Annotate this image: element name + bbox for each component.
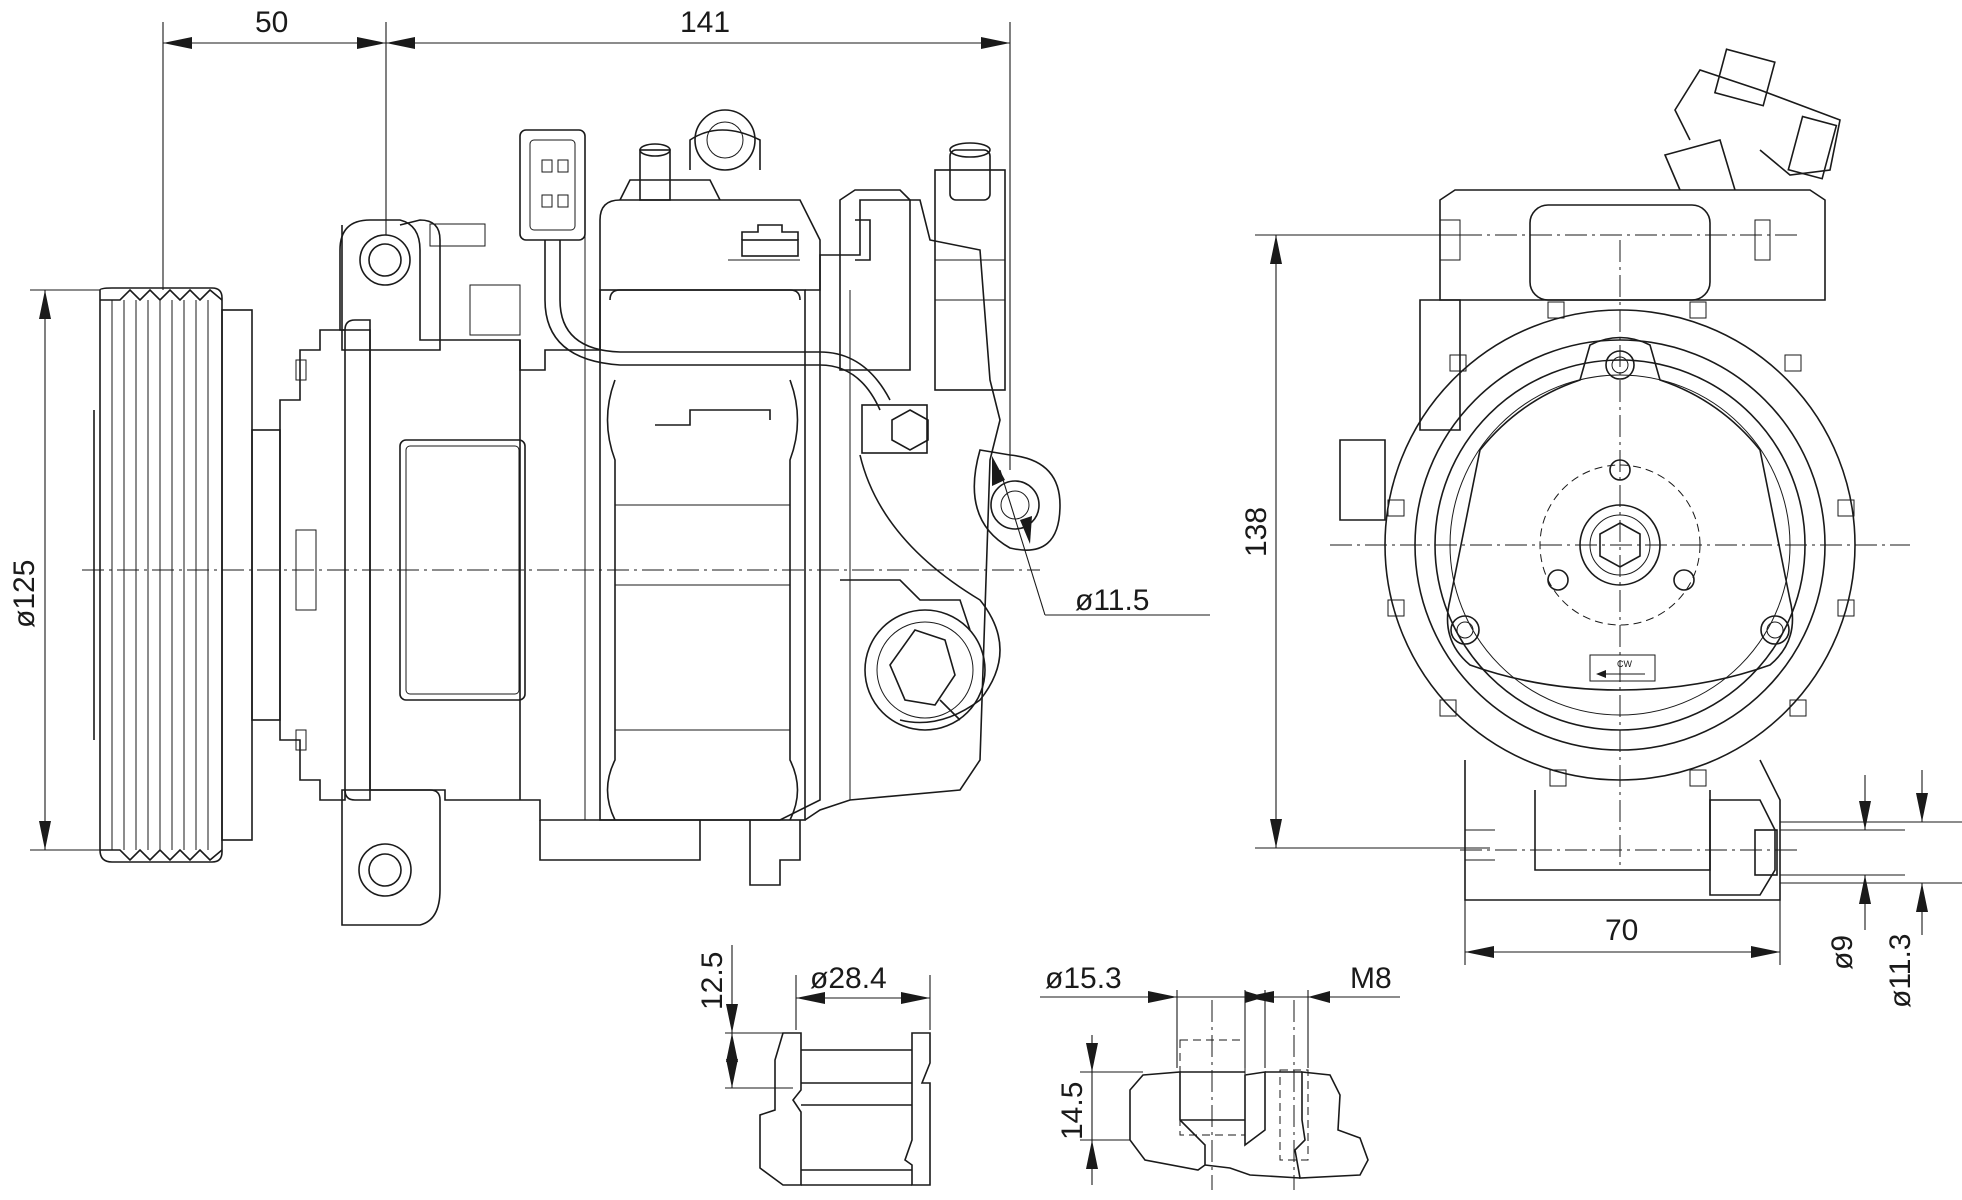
rotation-mark: CW: [1589, 654, 1656, 682]
port-detail-1: 12.5 ø28.4: [696, 945, 931, 1186]
outer-notches: [1387, 301, 1855, 787]
dim-mount-hole-diameter: ø11.5: [1075, 584, 1150, 617]
rear-mount-ear: [973, 449, 1061, 551]
front-view-dimensions: 138 70 ø9 ø11.3: [1240, 234, 1962, 1009]
dim-base-width: 70: [1605, 914, 1638, 947]
pressure-sensor: [839, 142, 1006, 391]
dim-port-diameter-2: ø15.3: [1045, 962, 1122, 995]
compressor-body: [339, 179, 1001, 886]
dim-port-thread: M8: [1350, 962, 1392, 995]
rotation-label: CW: [1617, 659, 1632, 669]
dim-bolt-hole-small: ø9: [1826, 935, 1859, 970]
pulley: [93, 287, 281, 863]
dim-mount-spacing: 138: [1240, 507, 1273, 557]
side-view-dimensions: 50 141 ø125 ø11.5: [8, 6, 1210, 851]
port-detail-2: ø15.3 M8 14.5: [1040, 962, 1400, 1190]
bottom-mount-boss: [341, 789, 441, 926]
front-view: CW: [1330, 48, 1910, 901]
top-mount-boss: [341, 219, 521, 351]
dim-port-diameter-1: ø28.4: [810, 962, 887, 995]
front-view-connector: [1663, 48, 1841, 191]
dim-pulley-diameter: ø125: [8, 560, 41, 628]
top-service-valve: [639, 109, 800, 261]
dim-bolt-hole-large: ø11.3: [1884, 934, 1917, 1009]
dim-port-depth-1: 12.5: [696, 952, 729, 1010]
electrical-connector: [519, 129, 891, 411]
side-view: [82, 109, 1061, 926]
dim-pulley-offset: 50: [255, 6, 288, 39]
rear-port: [859, 454, 1001, 731]
dim-port-depth-2: 14.5: [1056, 1082, 1089, 1140]
cable-bracket: [861, 404, 929, 454]
arrow-left-icon: [1596, 670, 1606, 678]
dim-body-length: 141: [680, 6, 730, 39]
front-housing: [279, 319, 371, 801]
